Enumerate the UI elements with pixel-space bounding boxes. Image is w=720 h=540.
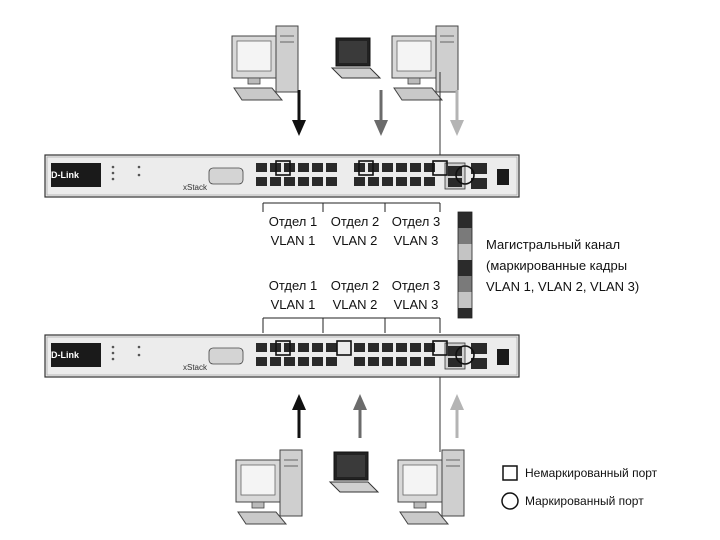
switch-series-top: xStack xyxy=(183,183,208,192)
dept-label-2-bottom: Отдел 2 xyxy=(330,278,380,293)
vlan-label-1-top: VLAN 1 xyxy=(270,233,316,248)
laptop-icon-top-2 xyxy=(331,37,381,79)
tagged-port-marker-bottom xyxy=(455,345,475,365)
legend-untagged-square-icon xyxy=(502,465,518,481)
desktop-computer-icon-bottom-3 xyxy=(397,449,465,525)
dept-label-1-top: Отдел 1 xyxy=(268,214,318,229)
trunk-link xyxy=(457,211,473,319)
switch-brand-top: D-Link xyxy=(51,170,80,180)
desktop-computer-icon-top-3 xyxy=(391,25,459,101)
desktop-computer-icon-top-1 xyxy=(231,25,299,101)
vlan-label-3-top: VLAN 3 xyxy=(393,233,439,248)
group-bracket-top xyxy=(262,202,441,212)
untagged-port-marker-bottom-1 xyxy=(275,340,291,356)
arrow-vlan3-bottom xyxy=(450,394,464,438)
trunk-label-line-1: Магистральный канал xyxy=(486,237,621,252)
group-bracket-bottom xyxy=(262,317,441,333)
vlan-label-2-top: VLAN 2 xyxy=(332,233,378,248)
vlan-label-2-bottom: VLAN 2 xyxy=(332,297,378,312)
untagged-port-marker-bottom-3 xyxy=(432,340,448,356)
vlan-label-1-bottom: VLAN 1 xyxy=(270,297,316,312)
legend-tagged-label: Маркированный порт xyxy=(525,494,644,508)
legend-untagged-label: Немаркированный порт xyxy=(525,466,658,480)
switch-series-bottom: xStack xyxy=(183,363,208,372)
untagged-port-marker-top-2 xyxy=(358,160,374,176)
vlan-label-3-bottom: VLAN 3 xyxy=(393,297,439,312)
laptop-icon-bottom-2 xyxy=(329,451,379,493)
arrow-vlan1-top xyxy=(292,90,306,136)
legend-tagged-circle-icon xyxy=(501,492,519,510)
tagged-port-marker-top xyxy=(455,165,475,185)
dept-label-1-bottom: Отдел 1 xyxy=(268,278,318,293)
arrow-vlan3-top xyxy=(450,90,464,136)
untagged-port-marker-top-3 xyxy=(432,160,448,176)
trunk-label-line-2: (маркированные кадры xyxy=(486,258,628,273)
arrow-vlan2-top xyxy=(374,90,388,136)
dept-label-2-top: Отдел 2 xyxy=(330,214,380,229)
desktop-computer-icon-bottom-1 xyxy=(235,449,303,525)
untagged-port-marker-bottom-2 xyxy=(336,340,352,356)
arrow-vlan2-bottom xyxy=(353,394,367,438)
dept-label-3-bottom: Отдел 3 xyxy=(391,278,441,293)
switch-brand-bottom: D-Link xyxy=(51,350,80,360)
trunk-label-line-3: VLAN 1, VLAN 2, VLAN 3) xyxy=(486,279,640,294)
dept-label-3-top: Отдел 3 xyxy=(391,214,441,229)
untagged-port-marker-top-1 xyxy=(275,160,291,176)
arrow-vlan1-bottom xyxy=(292,394,306,438)
